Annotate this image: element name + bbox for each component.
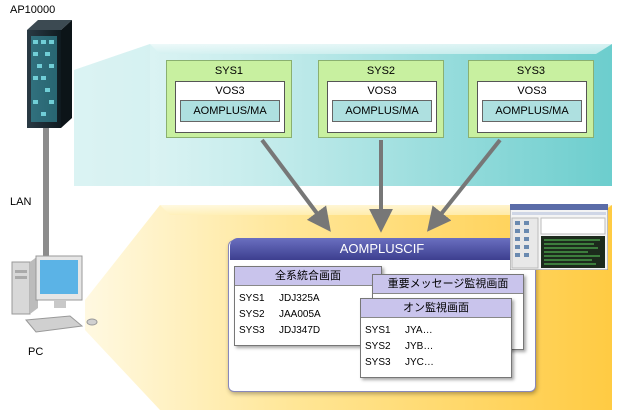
window-title: オン監視画面 (361, 299, 511, 318)
system-name: SYS2 (366, 65, 396, 77)
system-name: SYS1 (214, 65, 244, 77)
os-name: VOS3 (215, 85, 245, 97)
os-box: VOS3 AOMPLUS/MA (175, 81, 285, 133)
network-label: LAN (10, 196, 32, 208)
client-label: PC (28, 346, 44, 358)
cif-title: AOMPLUSCIF (230, 238, 534, 260)
product-box: AOMPLUS/MA (180, 100, 280, 122)
os-box: VOS3 AOMPLUS/MA (327, 81, 437, 133)
product-box: AOMPLUS/MA (482, 100, 582, 122)
window-title: 重要メッセージ監視画面 (373, 275, 523, 294)
product-box: AOMPLUS/MA (332, 100, 432, 122)
system-name: SYS3 (516, 65, 546, 77)
system-box-sys2: SYS2 VOS3 AOMPLUS/MA (318, 60, 444, 138)
window-title: 全系統合画面 (235, 267, 381, 286)
arrow-sys1 (260, 138, 331, 232)
pc-icon (11, 255, 98, 333)
os-name: VOS3 (517, 85, 547, 97)
lan-cable (43, 128, 49, 256)
os-name: VOS3 (367, 85, 397, 97)
system-box-sys1: SYS1 VOS3 AOMPLUS/MA (166, 60, 292, 138)
os-box: VOS3 AOMPLUS/MA (477, 81, 587, 133)
arrow-sys3 (427, 138, 502, 232)
screenshot-thumbnail (510, 204, 608, 270)
server-label: AP10000 (10, 4, 56, 16)
system-box-sys3: SYS3 VOS3 AOMPLUS/MA (468, 60, 594, 138)
server-rack-icon (27, 20, 72, 128)
